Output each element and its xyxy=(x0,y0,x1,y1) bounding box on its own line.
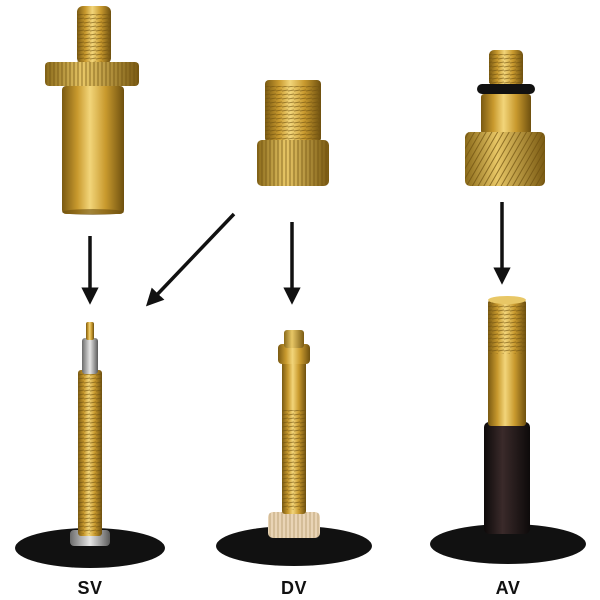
arrows xyxy=(81,202,511,307)
sv-adapter xyxy=(45,6,139,215)
dv-adapter xyxy=(257,80,329,186)
av-adapter xyxy=(465,50,545,186)
sv-valve xyxy=(15,322,165,568)
arrow-dv-to-sv xyxy=(145,212,236,307)
label-dv: DV xyxy=(280,578,308,598)
label-av: AV xyxy=(495,578,521,598)
av-valve xyxy=(430,296,586,564)
dv-valve xyxy=(216,330,372,566)
label-sv: SV xyxy=(77,578,103,598)
